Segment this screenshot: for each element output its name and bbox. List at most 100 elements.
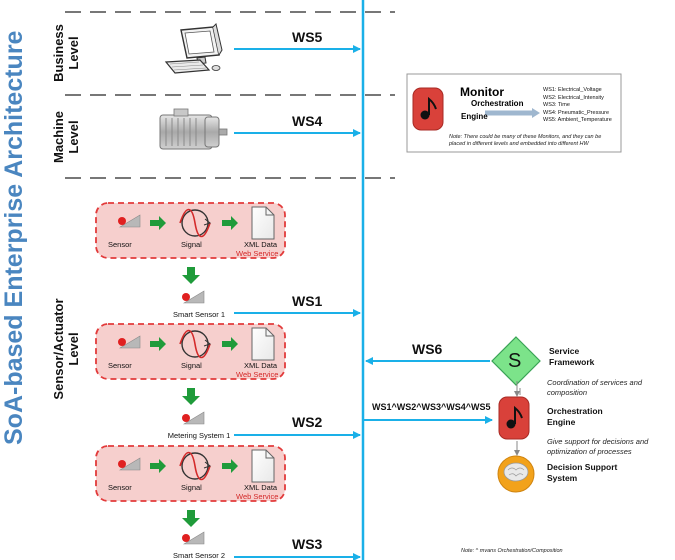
signal-arrow-icon bbox=[203, 218, 212, 226]
motor-icon bbox=[159, 108, 228, 150]
machine-level-label: Machine Level bbox=[51, 111, 81, 164]
green-arrow-icon bbox=[150, 216, 166, 230]
sensor-block-1 bbox=[95, 202, 286, 259]
document-fold bbox=[265, 207, 274, 216]
monitor-note: Note: There could be many of these Monit… bbox=[449, 134, 602, 147]
monitor-orchestration-label: Orchestration bbox=[471, 99, 524, 108]
ws-definition-item: WS1: Electrical_Voltage bbox=[543, 87, 602, 93]
ws-definition-item: WS3: Time bbox=[543, 102, 570, 109]
orchestration-engine-label: Orchestration Engine bbox=[547, 406, 603, 427]
monitor-arrow-head bbox=[532, 108, 540, 118]
signal-label: Signal bbox=[181, 240, 202, 249]
document-fold bbox=[265, 328, 274, 337]
ws6-label: WS6 bbox=[412, 341, 443, 357]
sensor-block-3 bbox=[95, 445, 286, 502]
sensor-icon bbox=[118, 457, 141, 471]
composed-ws-label: WS1^WS2^WS3^WS4^WS5 bbox=[372, 402, 491, 412]
footnote: Note: ^ mvans Orchestration/Composition bbox=[461, 548, 563, 554]
xml-data-label: XML Data bbox=[244, 240, 278, 249]
ws-definition-item: WS2: Electrical_Intensity bbox=[543, 94, 604, 101]
sensor-dot bbox=[118, 338, 126, 346]
sensor-dot bbox=[118, 460, 126, 468]
down-arrow-icon bbox=[182, 510, 200, 527]
signal-circle-icon bbox=[181, 209, 209, 237]
green-arrow-icon bbox=[222, 459, 238, 473]
sensor-icon bbox=[118, 214, 141, 228]
decisions-note: Give support for decisions and optimizat… bbox=[547, 437, 649, 456]
ws-definition-item: WS5: Ambient_Temperature bbox=[543, 117, 612, 124]
sensor-block-2 bbox=[95, 323, 286, 380]
diagram-title: SoA-based Enterprise Architecture bbox=[0, 30, 28, 445]
xml-data-label: XML Data bbox=[244, 361, 278, 370]
xml-data-label: XML Data bbox=[244, 483, 278, 492]
down-arrow-icon bbox=[182, 267, 200, 284]
sensor-label: Sensor bbox=[108, 240, 132, 249]
xml-document-icon bbox=[251, 449, 275, 483]
coordination-note: Coordination of services and composition bbox=[547, 378, 643, 397]
ws-definition-item: WS4: Pneumatic_Pressure bbox=[543, 109, 610, 116]
signal-wave-icon bbox=[179, 329, 211, 359]
decision-support-label: Decision Support System bbox=[547, 462, 618, 483]
xml-document-icon bbox=[251, 206, 275, 240]
green-arrow-icon bbox=[222, 337, 238, 351]
device-2-label: Metering System 1 bbox=[167, 431, 231, 440]
sensor-cone bbox=[182, 411, 205, 425]
service-icon-letter: S bbox=[508, 350, 522, 372]
signal-wave-icon bbox=[179, 451, 211, 481]
sensor-block-frame bbox=[95, 445, 286, 502]
business-level-label: Business Level bbox=[51, 24, 81, 82]
green-arrow-icon bbox=[150, 459, 166, 473]
green-arrow-icon bbox=[150, 337, 166, 351]
service-framework-label: Service Framework bbox=[549, 346, 595, 367]
monitor-title: Monitor bbox=[460, 85, 504, 99]
device-1-label: Smart Sensor 1 bbox=[172, 310, 226, 319]
ws4-label: WS4 bbox=[292, 113, 323, 129]
device-sensor-icon bbox=[182, 290, 205, 304]
signal-circle-icon bbox=[181, 452, 209, 480]
sensor-actuator-level-label: Sensor/Actuator Level bbox=[51, 298, 81, 400]
web-service-label: Web Service bbox=[236, 370, 279, 379]
sensor-dot bbox=[182, 534, 190, 542]
sensor-cone bbox=[182, 290, 205, 304]
computer-icon bbox=[164, 23, 223, 74]
signal-arrow-icon bbox=[203, 461, 212, 469]
sensor-cone bbox=[118, 335, 141, 349]
ws2-label: WS2 bbox=[292, 414, 323, 430]
device-sensor-icon bbox=[182, 411, 205, 425]
ws3-label: WS3 bbox=[292, 536, 323, 552]
orchestration-engine-icon bbox=[498, 396, 530, 440]
signal-circle-icon bbox=[181, 330, 209, 358]
device-sensor-icon bbox=[182, 531, 205, 545]
web-service-label: Web Service bbox=[236, 249, 279, 258]
xml-document-icon bbox=[251, 327, 275, 361]
sensor-dot bbox=[118, 217, 126, 225]
web-service-label: Web Service bbox=[236, 492, 279, 501]
monitor-engine-label: Engine bbox=[461, 112, 488, 121]
signal-label: Signal bbox=[181, 361, 202, 370]
green-arrow-icon bbox=[222, 216, 238, 230]
sensor-label: Sensor bbox=[108, 483, 132, 492]
signal-wave-icon bbox=[179, 208, 211, 238]
sensor-block-frame bbox=[95, 323, 286, 380]
sensor-label: Sensor bbox=[108, 361, 132, 370]
monitor-orchestration-icon bbox=[412, 87, 444, 131]
sensor-dot bbox=[182, 414, 190, 422]
device-3-label: Smart Sensor 2 bbox=[172, 551, 226, 560]
service-framework-icon bbox=[491, 336, 541, 386]
ws5-label: WS5 bbox=[292, 29, 323, 45]
sensor-block-frame bbox=[95, 202, 286, 259]
ws1-label: WS1 bbox=[292, 293, 323, 309]
sensor-cone bbox=[118, 457, 141, 471]
signal-arrow-icon bbox=[203, 339, 212, 347]
sensor-cone bbox=[118, 214, 141, 228]
signal-label: Signal bbox=[181, 483, 202, 492]
decision-support-icon bbox=[497, 455, 535, 493]
sensor-dot bbox=[182, 293, 190, 301]
sensor-icon bbox=[118, 335, 141, 349]
document-fold bbox=[265, 450, 274, 459]
sensor-cone bbox=[182, 531, 205, 545]
down-arrow-icon bbox=[182, 388, 200, 405]
